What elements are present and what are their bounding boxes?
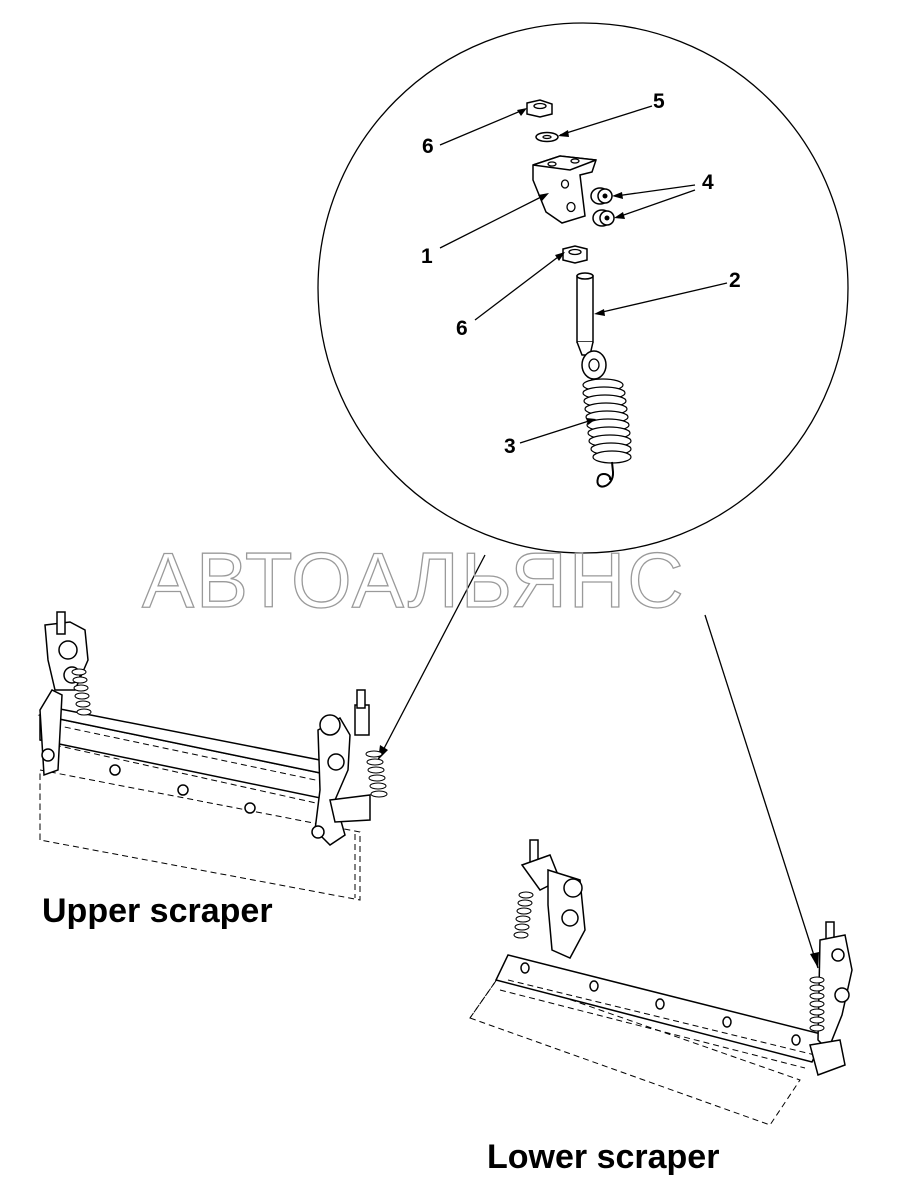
callout-1: 1 xyxy=(421,245,433,268)
detail-circle xyxy=(317,22,849,554)
lower-scraper-assembly xyxy=(469,839,853,1126)
watermark: АВТОАЛЬЯНС xyxy=(142,536,686,624)
part-1-bracket xyxy=(532,155,598,224)
callout-2: 2 xyxy=(729,269,741,292)
part-5-washer xyxy=(535,131,559,143)
part-6-upper-nut xyxy=(526,99,553,118)
callout-4: 4 xyxy=(702,171,714,194)
lower-scraper-caption: Lower scraper xyxy=(487,1138,720,1176)
part-2-eye-bolt xyxy=(576,272,607,380)
part-4-rollers xyxy=(590,187,615,227)
upper-scraper-assembly xyxy=(37,611,388,901)
callout-3: 3 xyxy=(504,435,516,458)
callout-5: 5 xyxy=(653,90,665,113)
detail-pointer-lower xyxy=(704,614,819,969)
callout-6-upper: 6 xyxy=(422,135,434,158)
callout-6-lower: 6 xyxy=(456,317,468,340)
part-3-spring xyxy=(582,378,632,488)
upper-scraper-caption: Upper scraper xyxy=(42,892,273,930)
callout-leaders xyxy=(439,105,728,444)
part-6-lower-nut xyxy=(562,245,588,264)
